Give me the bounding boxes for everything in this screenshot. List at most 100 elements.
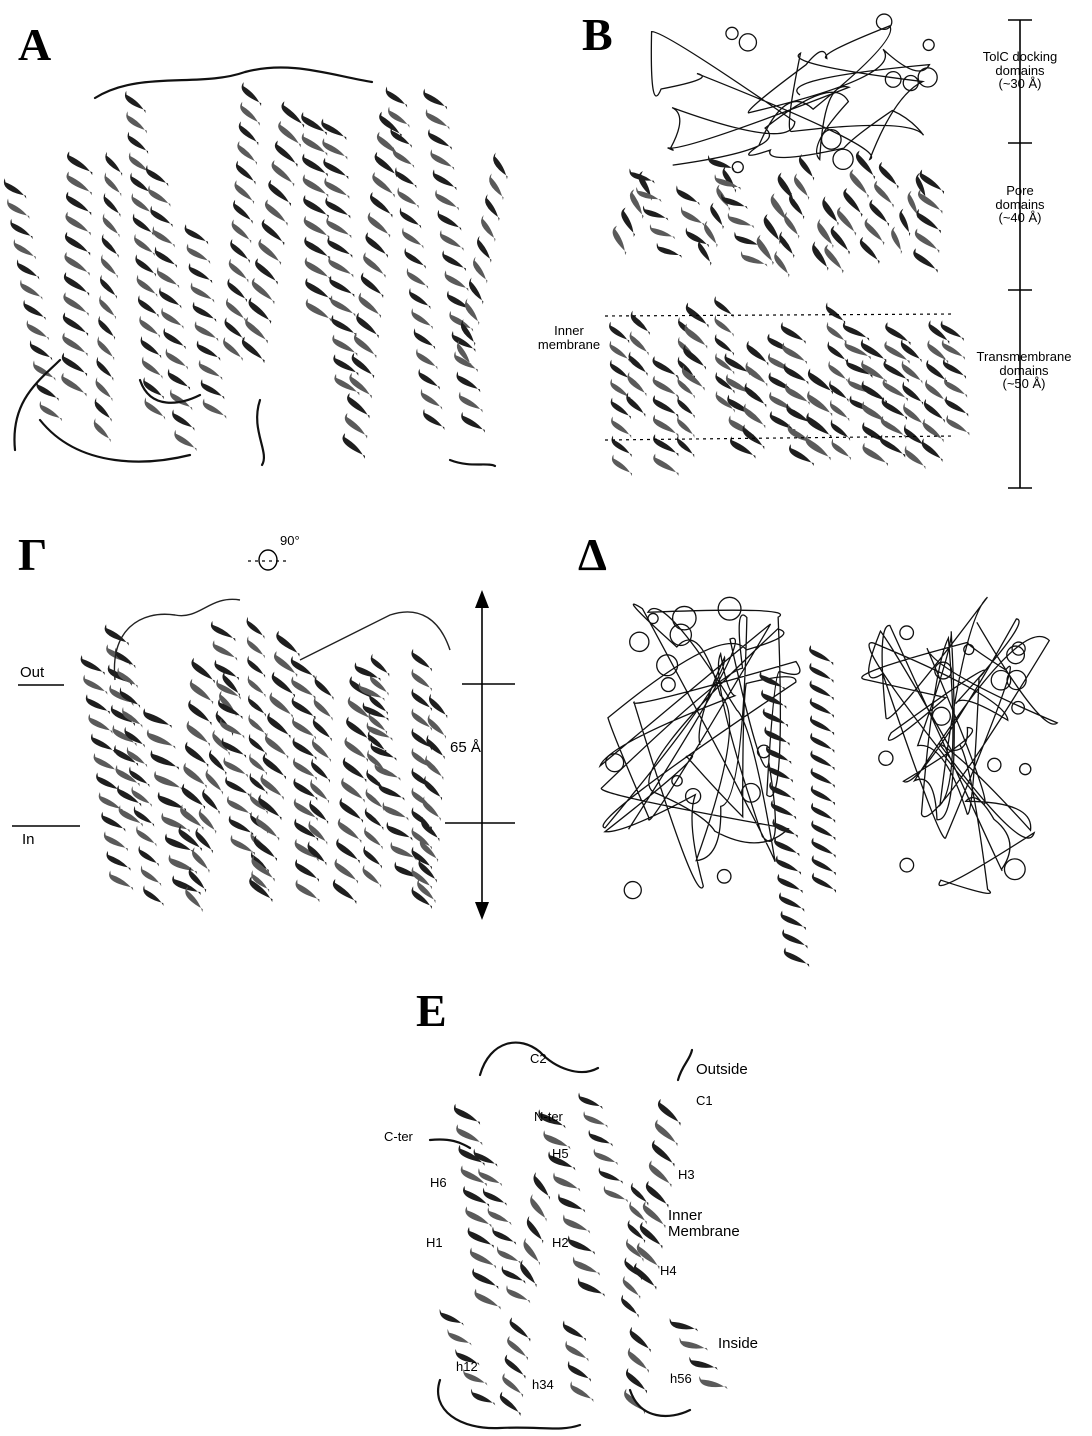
helix-turn bbox=[807, 390, 832, 416]
helix-turn bbox=[248, 714, 266, 736]
helix-turn bbox=[861, 339, 887, 362]
helix-turn bbox=[510, 1317, 531, 1341]
helix-turn bbox=[226, 298, 246, 322]
helix-turn bbox=[658, 1099, 681, 1126]
helix-turn bbox=[812, 241, 828, 271]
helix-turn bbox=[130, 173, 151, 195]
pore-scale-label: Poredomains(~40 Å) bbox=[960, 184, 1080, 225]
helix-turn bbox=[468, 1227, 494, 1248]
nter-label: N-ter bbox=[534, 1110, 563, 1124]
helix-turn bbox=[146, 165, 168, 186]
helix-turn bbox=[168, 369, 190, 390]
helix-turn bbox=[885, 322, 910, 345]
helix-turn bbox=[422, 796, 440, 821]
helix-turn bbox=[169, 854, 198, 874]
helix-turn bbox=[402, 228, 423, 249]
helix-turn bbox=[612, 436, 632, 458]
helix-turn bbox=[248, 675, 266, 697]
helix-turn bbox=[240, 102, 260, 126]
helix-turn bbox=[66, 171, 91, 195]
coil-loop bbox=[918, 68, 937, 87]
helix-turn bbox=[62, 353, 87, 377]
helix-turn bbox=[182, 784, 205, 810]
helix-turn bbox=[489, 173, 503, 200]
helix-turn bbox=[426, 109, 450, 130]
helix-turn bbox=[474, 1149, 498, 1167]
helix-turn bbox=[565, 1341, 588, 1362]
helix-turn bbox=[409, 288, 430, 309]
helix-turn bbox=[811, 820, 835, 840]
helix-turn bbox=[880, 435, 905, 458]
helix-turn bbox=[578, 1092, 602, 1109]
helix-turn bbox=[192, 847, 210, 873]
helix-turn bbox=[172, 409, 194, 430]
helix-turn bbox=[425, 755, 443, 780]
helix-turn bbox=[628, 352, 647, 376]
central-helix-right bbox=[809, 645, 836, 893]
helix-turn bbox=[411, 308, 432, 329]
helix-turn bbox=[138, 295, 159, 317]
helix-turn bbox=[922, 438, 943, 462]
helix-turn bbox=[96, 773, 120, 793]
helix-turn bbox=[83, 675, 107, 695]
helix-turn bbox=[302, 153, 328, 176]
helix-turn bbox=[776, 855, 801, 874]
helix-turn bbox=[653, 434, 678, 456]
helix-turn bbox=[810, 698, 834, 718]
helix-turn bbox=[609, 322, 629, 344]
helix-turn bbox=[677, 415, 694, 438]
helix-turn bbox=[81, 655, 105, 675]
helix-turn bbox=[653, 376, 678, 398]
helix-turn bbox=[202, 789, 220, 815]
helix-turn bbox=[141, 865, 161, 886]
helix-turn bbox=[913, 248, 937, 273]
helix-turn bbox=[411, 688, 431, 711]
helix-turn bbox=[225, 776, 250, 797]
helix-turn bbox=[99, 295, 116, 319]
helix-turn bbox=[104, 172, 121, 196]
h1-label: H1 bbox=[426, 1236, 443, 1250]
helix-turn bbox=[809, 645, 833, 665]
helix-turn bbox=[811, 785, 835, 805]
rotation-icon bbox=[248, 550, 288, 570]
helix-turn bbox=[488, 1207, 512, 1225]
coil-loop bbox=[673, 606, 696, 629]
coil-domain-left bbox=[600, 597, 800, 898]
helix-turn bbox=[429, 694, 447, 719]
helix-turn bbox=[416, 348, 437, 369]
helix-turn bbox=[862, 443, 888, 466]
h3-label: H3 bbox=[678, 1168, 695, 1182]
coil-loop bbox=[1012, 642, 1025, 655]
helix-turn bbox=[225, 317, 245, 341]
coil-loop bbox=[876, 14, 891, 29]
coil-loop bbox=[661, 678, 675, 692]
helix-turn bbox=[761, 689, 786, 708]
helix-turn bbox=[850, 169, 869, 198]
helix-turn bbox=[492, 1227, 516, 1245]
helix-turn bbox=[150, 206, 172, 227]
helix-turn bbox=[411, 728, 431, 751]
helix-turn bbox=[304, 236, 330, 259]
coil-loop bbox=[833, 149, 853, 169]
helix-turn bbox=[856, 150, 875, 179]
helix-turn bbox=[533, 1172, 549, 1200]
helix-turn bbox=[715, 315, 734, 337]
helix-turn bbox=[188, 700, 211, 726]
helix-turn bbox=[174, 430, 196, 451]
inside-label: Inside bbox=[718, 1336, 758, 1352]
helix-turn bbox=[781, 322, 806, 344]
helix-turn bbox=[714, 296, 733, 318]
helix-turn bbox=[86, 694, 110, 714]
helix-turn bbox=[610, 360, 630, 382]
helix-turn bbox=[397, 187, 418, 208]
helix-turn bbox=[278, 121, 301, 147]
helix-turn bbox=[62, 333, 87, 357]
helix-turn bbox=[483, 1188, 507, 1206]
panel-gamma: Γ 90° Out In 65 Å bbox=[0, 520, 560, 940]
helix-turn bbox=[94, 418, 111, 442]
helix-turn bbox=[643, 1201, 666, 1228]
helix-turn bbox=[349, 373, 372, 399]
helix-turn bbox=[824, 244, 843, 273]
coil-loop bbox=[606, 754, 624, 772]
coil-trace bbox=[862, 597, 1057, 893]
